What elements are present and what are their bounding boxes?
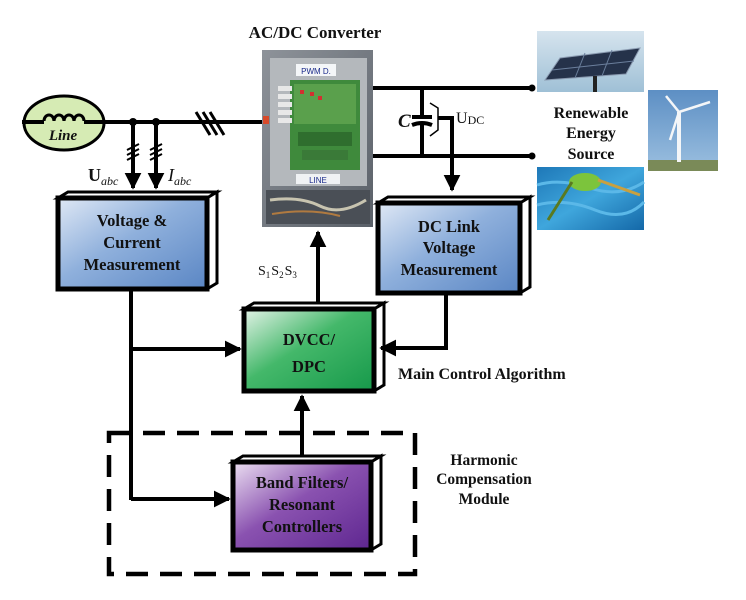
line-source: Line: [22, 94, 106, 152]
inductor-coil-icon: [42, 113, 86, 122]
wind-turbine-icon: [648, 90, 718, 171]
renewable-label-line1: Renewable: [554, 105, 629, 122]
dvcc-dpc-block[interactable]: DVCC/ DPC: [238, 300, 390, 394]
dc-voltage-label: UDC: [456, 110, 484, 127]
block-label: Measurement: [84, 255, 181, 274]
band-filters-block[interactable]: Band Filters/ Resonant Controllers: [227, 453, 387, 553]
voltage-signal-label: Uabc: [88, 165, 119, 188]
current-signal-label: Iabc: [167, 165, 192, 188]
converter-photo: PWM D. LINE: [262, 50, 373, 227]
three-phase-marker: [126, 143, 163, 161]
line-label: Line: [48, 128, 78, 144]
wave-energy-icon: [536, 167, 646, 230]
sensor-taps: [124, 122, 165, 190]
renewable-label-line3: Source: [568, 146, 615, 163]
terminal-dot: [528, 84, 536, 92]
main-control-label: Main Control Algorithm: [398, 366, 566, 383]
three-phase-marker: [194, 111, 226, 136]
block-label: DC Link: [418, 217, 481, 236]
switching-signals-label: S1S2S3: [258, 264, 297, 280]
terminal-dot: [528, 152, 536, 160]
photo-label-top: PWM D.: [301, 67, 331, 76]
block-label: Current: [103, 233, 161, 252]
solar-panel-icon: [537, 31, 644, 92]
voltage-current-measurement-block[interactable]: Voltage & Current Measurement: [52, 189, 223, 292]
dc-link-capacitor: C UDC: [398, 88, 484, 192]
block-label: Band Filters/: [256, 473, 349, 492]
signal-flow: [129, 230, 448, 508]
block-label: Voltage: [423, 238, 476, 257]
harmonic-module-boundary: [106, 430, 418, 577]
converter-title: AC/DC Converter: [249, 23, 382, 42]
voltage-bracket: [429, 102, 439, 137]
harmonic-label-line2: Compensation: [436, 471, 532, 488]
block-label: Voltage &: [97, 211, 167, 230]
renewable-label-line2: Energy: [566, 125, 616, 142]
harmonic-label-line3: Module: [459, 491, 510, 508]
capacitor-label: C: [398, 111, 411, 132]
block-label: DVCC/: [283, 330, 336, 349]
block-label: Controllers: [262, 517, 343, 536]
dc-link-measurement-block[interactable]: DC Link Voltage Measurement: [372, 194, 536, 296]
photo-label-bottom: LINE: [309, 176, 327, 185]
harmonic-label-line1: Harmonic: [450, 452, 517, 469]
block-label: Resonant: [269, 495, 336, 514]
block-label: DPC: [292, 357, 326, 376]
block-label: Measurement: [401, 260, 498, 279]
